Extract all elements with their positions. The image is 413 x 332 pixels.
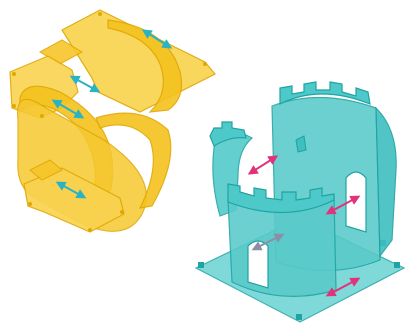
- yellow-right-curve: [95, 112, 172, 209]
- teal-side-tab: [295, 135, 307, 153]
- yellow-bottom-plate: [23, 167, 125, 233]
- yellow-corner-marks: [12, 12, 207, 232]
- teal-front-battlements: [227, 183, 335, 214]
- yellow-connector-arrows: [51, 29, 173, 199]
- teal-tower: [194, 81, 406, 323]
- magenta-arrow-right: [325, 195, 361, 215]
- magenta-arrow-top: [247, 155, 279, 175]
- yellow-top-plate: [61, 9, 216, 113]
- gray-arrow-middle: [251, 233, 285, 251]
- yellow-bottom-left-tab: [29, 159, 63, 181]
- teal-right-wall: [375, 106, 397, 258]
- teal-left-battlements: [209, 121, 247, 147]
- teal-arrow-mid-upper: [69, 75, 101, 93]
- teal-back-battlements: [279, 81, 371, 105]
- magenta-arrow-bottom: [325, 277, 361, 297]
- tower-connector-arrows: [247, 155, 361, 297]
- teal-arrow-top: [141, 29, 173, 49]
- teal-arrow-mid-lower: [51, 99, 85, 119]
- teal-arrow-bottom: [55, 181, 87, 199]
- yellow-assembly: [9, 9, 216, 233]
